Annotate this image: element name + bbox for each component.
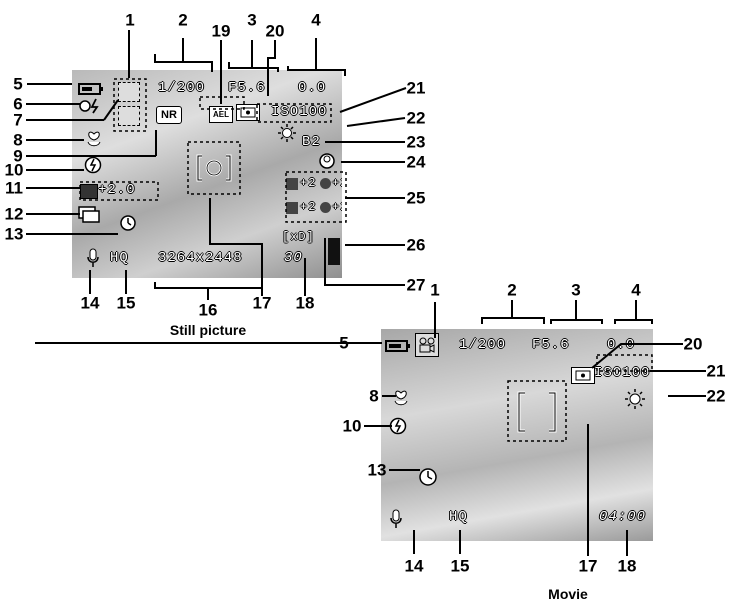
movie-callout-2: 2 [507, 282, 516, 299]
callout-22: 22 [407, 110, 426, 127]
movie-callout-10: 10 [343, 418, 362, 435]
callout-5: 5 [13, 76, 22, 93]
movie-callout-4: 4 [631, 282, 640, 299]
callout-4: 4 [311, 12, 320, 29]
callout-21: 21 [407, 80, 426, 97]
callout-25: 25 [407, 190, 426, 207]
movie-callout-20: 20 [684, 336, 703, 353]
callout-19: 19 [212, 23, 231, 40]
movie-callout-17: 17 [579, 558, 598, 575]
movie-callout-15: 15 [451, 558, 470, 575]
callout-14: 14 [81, 295, 100, 312]
movie-callout-5: 5 [339, 335, 348, 352]
movie-callout-21: 21 [707, 363, 726, 380]
callout-13: 13 [5, 226, 24, 243]
still-picture-caption: Still picture [170, 322, 246, 338]
callout-23: 23 [407, 134, 426, 151]
movie-callout-22: 22 [707, 388, 726, 405]
movie-callout-18: 18 [618, 558, 637, 575]
movie-caption: Movie [548, 586, 588, 602]
callout-1: 1 [125, 12, 134, 29]
callout-24: 24 [407, 154, 426, 171]
movie-callout-14: 14 [405, 558, 424, 575]
movie-callout-8: 8 [369, 388, 378, 405]
callout-17: 17 [253, 295, 272, 312]
callout-27: 27 [407, 277, 426, 294]
callout-16: 16 [199, 302, 218, 319]
callout-12: 12 [5, 206, 24, 223]
callout-20: 20 [266, 23, 285, 40]
callout-18: 18 [296, 295, 315, 312]
movie-callout-3: 3 [571, 282, 580, 299]
callout-10: 10 [5, 162, 24, 179]
callout-2: 2 [178, 12, 187, 29]
callout-26: 26 [407, 237, 426, 254]
callout-15: 15 [117, 295, 136, 312]
movie-callout-13: 13 [368, 462, 387, 479]
callout-3: 3 [247, 12, 256, 29]
callout-7: 7 [13, 112, 22, 129]
movie-callout-1: 1 [430, 282, 439, 299]
callout-11: 11 [5, 180, 23, 197]
